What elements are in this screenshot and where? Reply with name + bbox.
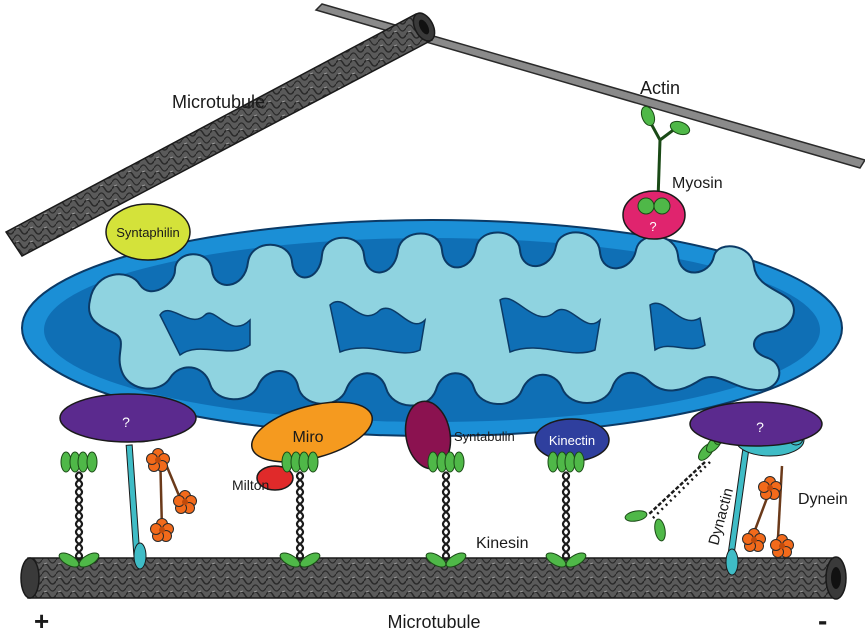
kinesin-kinectin xyxy=(544,452,588,570)
right-motor-complex: ? Dynein Dynactin xyxy=(624,402,848,575)
kinesin-miro xyxy=(278,452,322,570)
milton-label: Milton xyxy=(232,477,269,493)
syntabulin-label: Syntabulin xyxy=(454,429,515,444)
kinesin-label: Kinesin xyxy=(476,535,528,552)
kinectin-complex: Kinectin xyxy=(535,419,609,570)
miro-label: Miro xyxy=(292,429,323,446)
myosin-label: Myosin xyxy=(672,175,723,192)
kinectin-label: Kinectin xyxy=(549,433,595,448)
microtubule-bottom-label: Microtubule xyxy=(387,612,480,632)
dynein-label: Dynein xyxy=(798,491,848,508)
dynein-left xyxy=(147,449,197,542)
dynein-right xyxy=(743,466,794,558)
myosin-unknown-adaptor-label: ? xyxy=(649,219,656,234)
microtubule-top xyxy=(6,10,439,256)
minus-end-label: - xyxy=(818,605,827,636)
syntaphilin: Syntaphilin xyxy=(106,204,190,260)
unknown-adaptor-left-label: ? xyxy=(122,414,130,430)
plus-end-label: + xyxy=(34,606,49,636)
microtubule-top-label: Microtubule xyxy=(172,92,265,112)
kinesin-left xyxy=(57,452,101,570)
actin-label: Actin xyxy=(640,78,680,98)
myosin: ? Myosin xyxy=(623,105,723,239)
syntaphilin-label: Syntaphilin xyxy=(116,225,180,240)
left-motor-complex: ? xyxy=(57,394,197,570)
unknown-adaptor-right-label: ? xyxy=(756,419,764,435)
kinesin-syntabulin xyxy=(424,452,468,570)
